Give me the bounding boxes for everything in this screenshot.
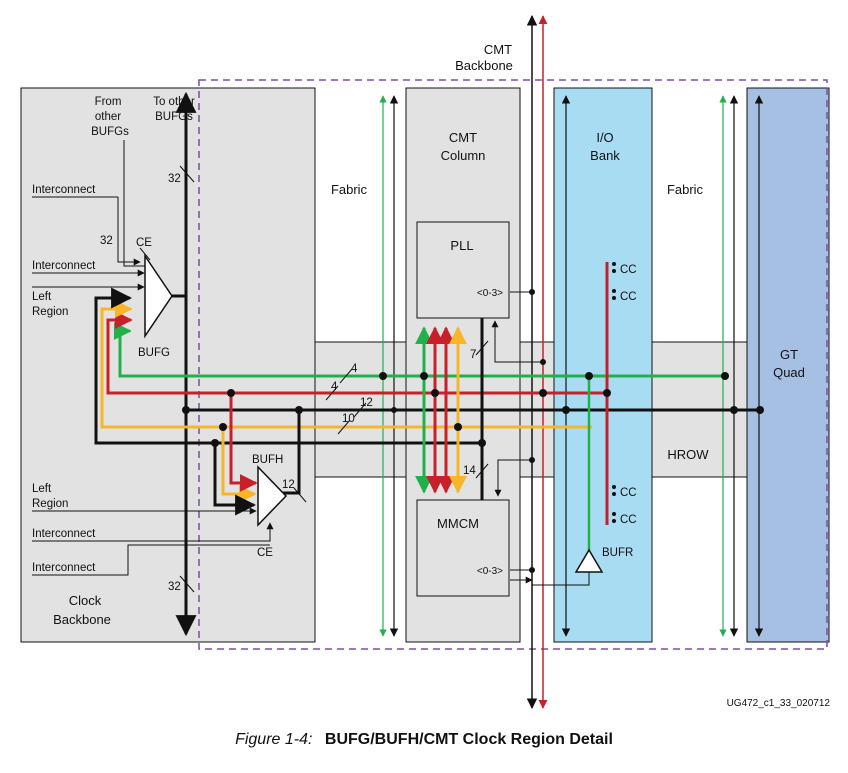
cc-label-2: CC — [620, 291, 637, 303]
bufh-interconnect-line — [32, 544, 270, 576]
mmcm-range-label: <0-3> — [477, 566, 503, 577]
bufr-buffer — [574, 548, 604, 573]
bus-width-12-bufh: 12 — [282, 479, 295, 491]
mmcm-block — [416, 499, 510, 597]
bus-width-14: 14 — [463, 465, 476, 477]
figure-title: BUFG/BUFH/CMT Clock Region Detail — [324, 731, 613, 748]
cc-label-3: CC — [620, 487, 637, 499]
clock-backbone-block — [20, 87, 316, 643]
ce-bus-line — [139, 247, 151, 261]
bus-slashes — [179, 165, 489, 593]
cc-pin-1 — [612, 262, 616, 266]
clock-backbone-label-2: Backbone — [53, 612, 111, 627]
bufh-left-region-label-1: Left — [32, 483, 52, 495]
mmcm-label: MMCM — [437, 516, 479, 531]
fabric-label-left: Fabric — [331, 182, 368, 197]
left-region-label-1: Left — [32, 291, 52, 303]
fabric-label-right: Fabric — [667, 182, 704, 197]
interconnect-label-1: Interconnect — [32, 184, 96, 196]
black-track-lower — [94, 287, 482, 445]
mmcm-feedback — [494, 459, 532, 497]
doc-id-label: UG472_c1_33_020712 — [727, 698, 831, 709]
bufh-feed-red — [229, 393, 258, 492]
red-track — [106, 311, 607, 395]
bufh-ce-line — [32, 522, 274, 542]
bus-width-7: 7 — [470, 349, 476, 361]
clock-backbone-label-1: Clock — [69, 593, 102, 608]
io-bank-label-2: Bank — [590, 148, 620, 163]
pll-block — [416, 221, 510, 319]
yellow-track — [100, 300, 592, 429]
bufh-interconnect-label-1: Interconnect — [32, 528, 96, 540]
cmt-backbone-label-2: Backbone — [455, 58, 513, 73]
pll-label: PLL — [450, 238, 473, 253]
bufh-label: BUFH — [252, 454, 283, 466]
bufh-feed-black — [213, 443, 257, 516]
pll-feedback — [491, 320, 543, 363]
bufr-label: BUFR — [602, 547, 633, 559]
bus-width-4-b: 4 — [331, 381, 338, 393]
to-other-label-2: BUFGs — [155, 111, 193, 123]
bufh-interconnect-label-2: Interconnect — [32, 562, 96, 574]
bufg-label: BUFG — [138, 347, 170, 359]
from-other-label-2: other — [95, 111, 121, 123]
to-other-label-1: To other — [153, 96, 195, 108]
io-bank-label-1: I/O — [596, 130, 613, 145]
cmt-column-label-1: CMT — [449, 130, 477, 145]
clock-region-outline — [198, 79, 828, 650]
gt-quad-label-2: Quad — [773, 365, 805, 380]
bus-width-4-a: 4 — [351, 363, 358, 375]
bus-width-12-row: 12 — [360, 397, 373, 409]
from-other-label-1: From — [95, 96, 122, 108]
cc-pin-2b — [612, 296, 616, 300]
bufh-ce-label: CE — [257, 547, 273, 559]
bus-width-32-bottom: 32 — [168, 581, 181, 593]
bus-width-10: 10 — [342, 413, 355, 425]
from-other-bufgs-line — [123, 140, 145, 267]
cc-label-4: CC — [620, 514, 637, 526]
cc-pin-2 — [612, 289, 616, 293]
bus-width-32-ce: 32 — [100, 235, 113, 247]
cmt-column-label-2: Column — [441, 148, 486, 163]
hrow-label: HROW — [667, 447, 709, 462]
bufh-output — [283, 410, 301, 495]
cc-pin-4b — [612, 519, 616, 523]
interconnect-to-ce — [117, 197, 141, 266]
from-other-label-3: BUFGs — [91, 126, 129, 138]
bufg-ce-label: CE — [136, 237, 152, 249]
bufg-buffer — [144, 253, 173, 339]
bus-width-32-top: 32 — [168, 173, 181, 185]
io-bank-block — [553, 87, 653, 643]
cc-pin-3 — [612, 485, 616, 489]
cc-pin-3b — [612, 492, 616, 496]
figure-caption: Figure 1-4: BUFG/BUFH/CMT Clock Region D… — [0, 731, 848, 749]
bufh-left-region-label-2: Region — [32, 498, 68, 510]
cc-pin-1b — [612, 269, 616, 273]
figure-number: Figure 1-4: — [235, 731, 313, 748]
junction-dots — [182, 289, 764, 573]
bufh-buffer — [257, 465, 288, 527]
cmt-backbone-label-1: CMT — [484, 42, 512, 57]
bufh-feed-yellow — [221, 427, 257, 503]
clock-region-diagram: CMT Backbone From other BUFGs To other B… — [20, 14, 831, 710]
cc-label-1: CC — [620, 264, 637, 276]
bufr-output — [532, 572, 590, 586]
cc-pin-4 — [612, 512, 616, 516]
pll-range-label: <0-3> — [477, 288, 503, 299]
left-region-label-2: Region — [32, 306, 68, 318]
gt-quad-label-1: GT — [780, 347, 798, 362]
interconnect-label-2: Interconnect — [32, 260, 96, 272]
